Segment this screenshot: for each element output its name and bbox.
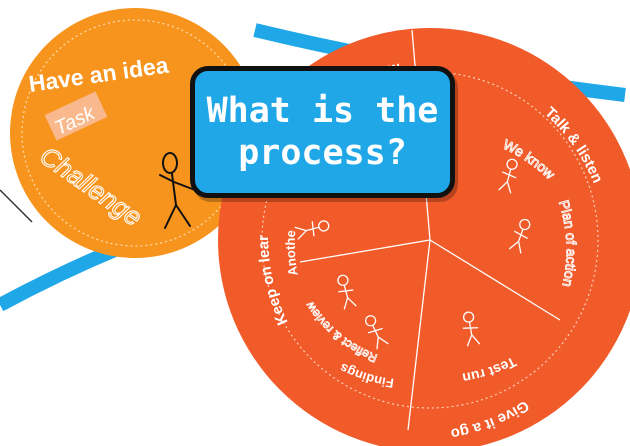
callout-line-2: process? [238,133,407,173]
callout-line-1: What is the [206,91,439,131]
wheel-divider-2 [429,239,561,321]
wheel-divider-4 [299,239,431,263]
connector-line [0,189,33,223]
stick-figure-icon [294,158,531,350]
task-tag-bg [44,91,108,141]
process-callout: What is the process? [190,66,455,198]
wheel-divider-3 [407,239,431,431]
sub-label-another: Anothe [283,230,301,278]
